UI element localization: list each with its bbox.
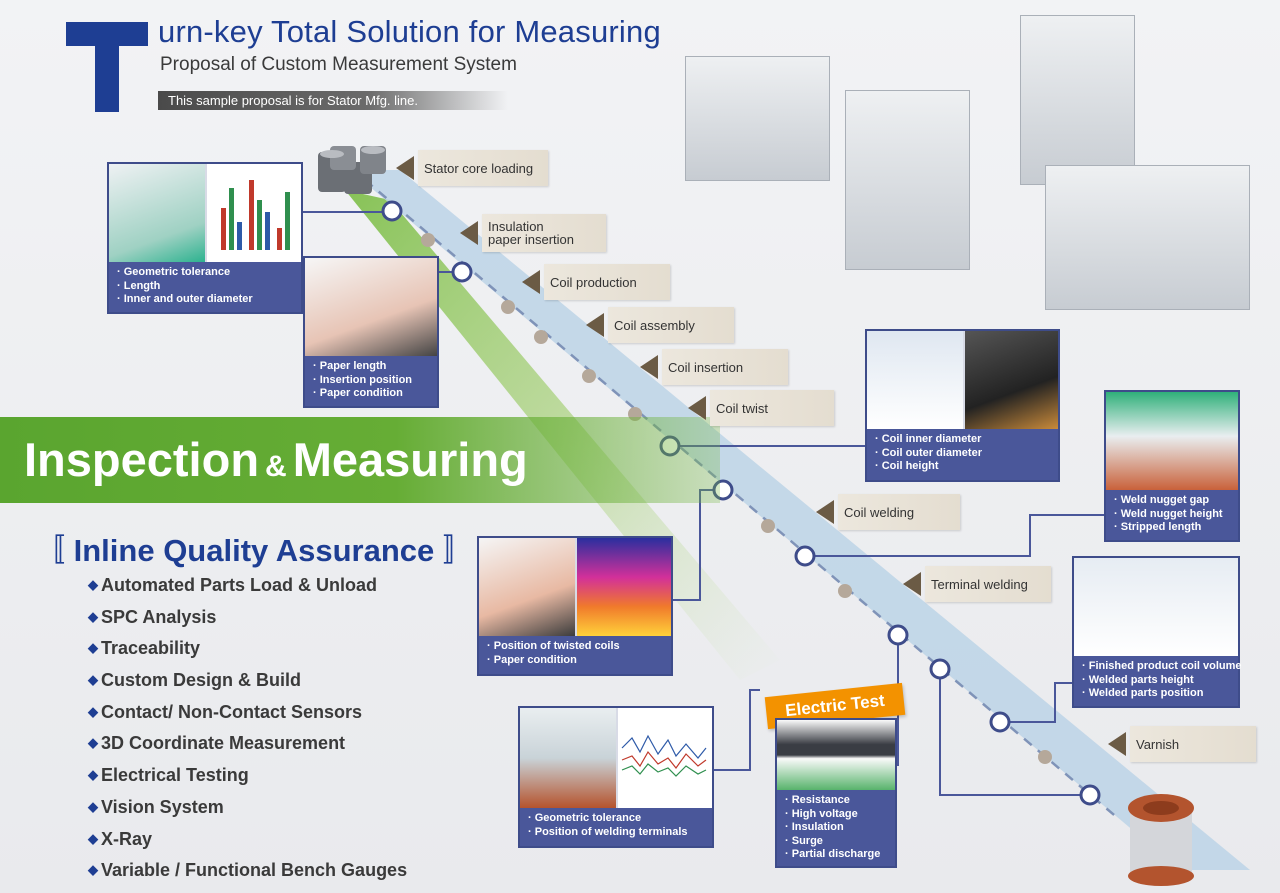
info-card-twist: Position of twisted coils Paper conditio… — [477, 536, 673, 676]
bar-chart-image — [207, 164, 301, 262]
list-item: Vision System — [88, 795, 407, 827]
info-card-electric: Resistance High voltage Insulation Surge… — [775, 718, 897, 868]
machine-image — [1045, 165, 1250, 310]
brand-t-logo — [66, 22, 148, 112]
software-screenshot — [867, 331, 963, 429]
banner-title: Inspection&Measuring — [24, 433, 528, 486]
info-card-terminals: Geometric tolerance Position of welding … — [518, 706, 714, 848]
step-label: Terminal welding — [903, 566, 1051, 602]
info-card-coil: Coil inner diameter Coil outer diameter … — [865, 329, 1060, 482]
list-item: 3D Coordinate Measurement — [88, 731, 407, 763]
line-chart-image — [618, 708, 712, 808]
flow-band — [350, 170, 1250, 870]
list-item: Variable / Functional Bench Gauges — [88, 858, 407, 890]
node — [929, 658, 951, 680]
list-item: X-Ray — [88, 827, 407, 859]
software-screenshot — [1074, 558, 1238, 656]
inspection-image — [1106, 392, 1238, 490]
page-subtitle: Proposal of Custom Measurement System — [160, 54, 517, 75]
list-item: Electrical Testing — [88, 763, 407, 795]
inspection-image — [520, 708, 616, 808]
list-item: SPC Analysis — [88, 605, 407, 637]
node — [1079, 784, 1101, 806]
info-card-paper: Paper length Insertion position Paper co… — [303, 256, 439, 408]
info-card-finished: Finished product coil volume Welded part… — [1072, 556, 1242, 708]
step-label: Varnish — [1108, 726, 1256, 762]
test-instrument-image — [777, 720, 895, 790]
node — [887, 624, 909, 646]
step-label: Insulation paper insertion — [460, 214, 606, 252]
page-title: urn-key Total Solution for Measuring — [158, 14, 661, 49]
stator-core-icon — [318, 146, 386, 194]
list-item: Automated Parts Load & Unload — [88, 573, 407, 605]
node — [794, 545, 816, 567]
inspection-image — [965, 331, 1058, 429]
machine-image — [1020, 15, 1135, 185]
step-label: Coil assembly — [586, 307, 734, 343]
step-label: Coil twist — [688, 390, 834, 426]
step-label: Stator core loading — [396, 150, 548, 186]
list-item: Contact/ Non-Contact Sensors — [88, 700, 407, 732]
list-item: Traceability — [88, 636, 407, 668]
iqa-title: 〚 Inline Quality Assurance 〛 — [34, 533, 474, 568]
info-card-weld: Weld nugget gap Weld nugget height Strip… — [1104, 390, 1240, 542]
inspection-image — [305, 258, 437, 356]
step-label: Coil insertion — [640, 349, 788, 385]
list-item: Custom Design & Build — [88, 668, 407, 700]
step-label: Coil welding — [816, 494, 960, 530]
inspection-image — [109, 164, 205, 262]
node — [381, 200, 403, 222]
iqa-list: Automated Parts Load & Unload SPC Analys… — [88, 573, 407, 890]
machine-image — [685, 56, 830, 181]
inspection-image — [479, 538, 575, 636]
step-label: Coil production — [522, 264, 670, 300]
finished-stator-icon — [1128, 794, 1194, 886]
info-card-core: Geometric tolerance Length Inner and out… — [107, 162, 303, 314]
machine-image — [845, 90, 970, 270]
banner-bg — [0, 417, 720, 503]
page-note: This sample proposal is for Stator Mfg. … — [158, 91, 508, 110]
node — [989, 711, 1011, 733]
heatmap-image — [577, 538, 671, 636]
node — [451, 261, 473, 283]
